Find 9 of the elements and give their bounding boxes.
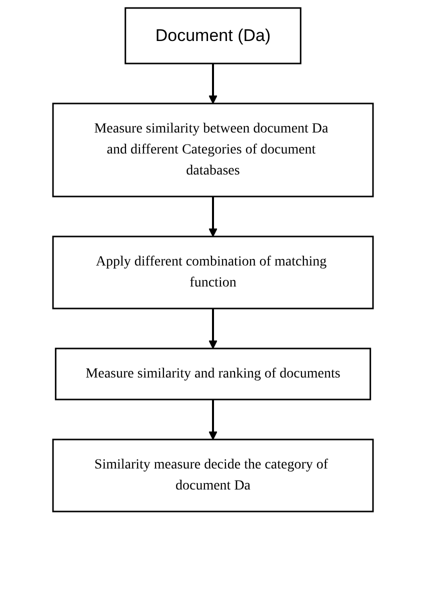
node-box: Measure similarity between document Da and different Categories of document databases xyxy=(52,102,374,198)
arrow xyxy=(208,196,217,237)
arrow xyxy=(208,400,217,440)
node-box: Apply different combination of matching function xyxy=(52,236,374,310)
node-box: Similarity measure decide the category of document Da xyxy=(52,438,374,512)
node-box: Document (Da) xyxy=(124,7,301,64)
node-box: Measure similarity and ranking of documents xyxy=(54,348,371,400)
arrow xyxy=(208,308,217,349)
arrow xyxy=(208,64,217,104)
